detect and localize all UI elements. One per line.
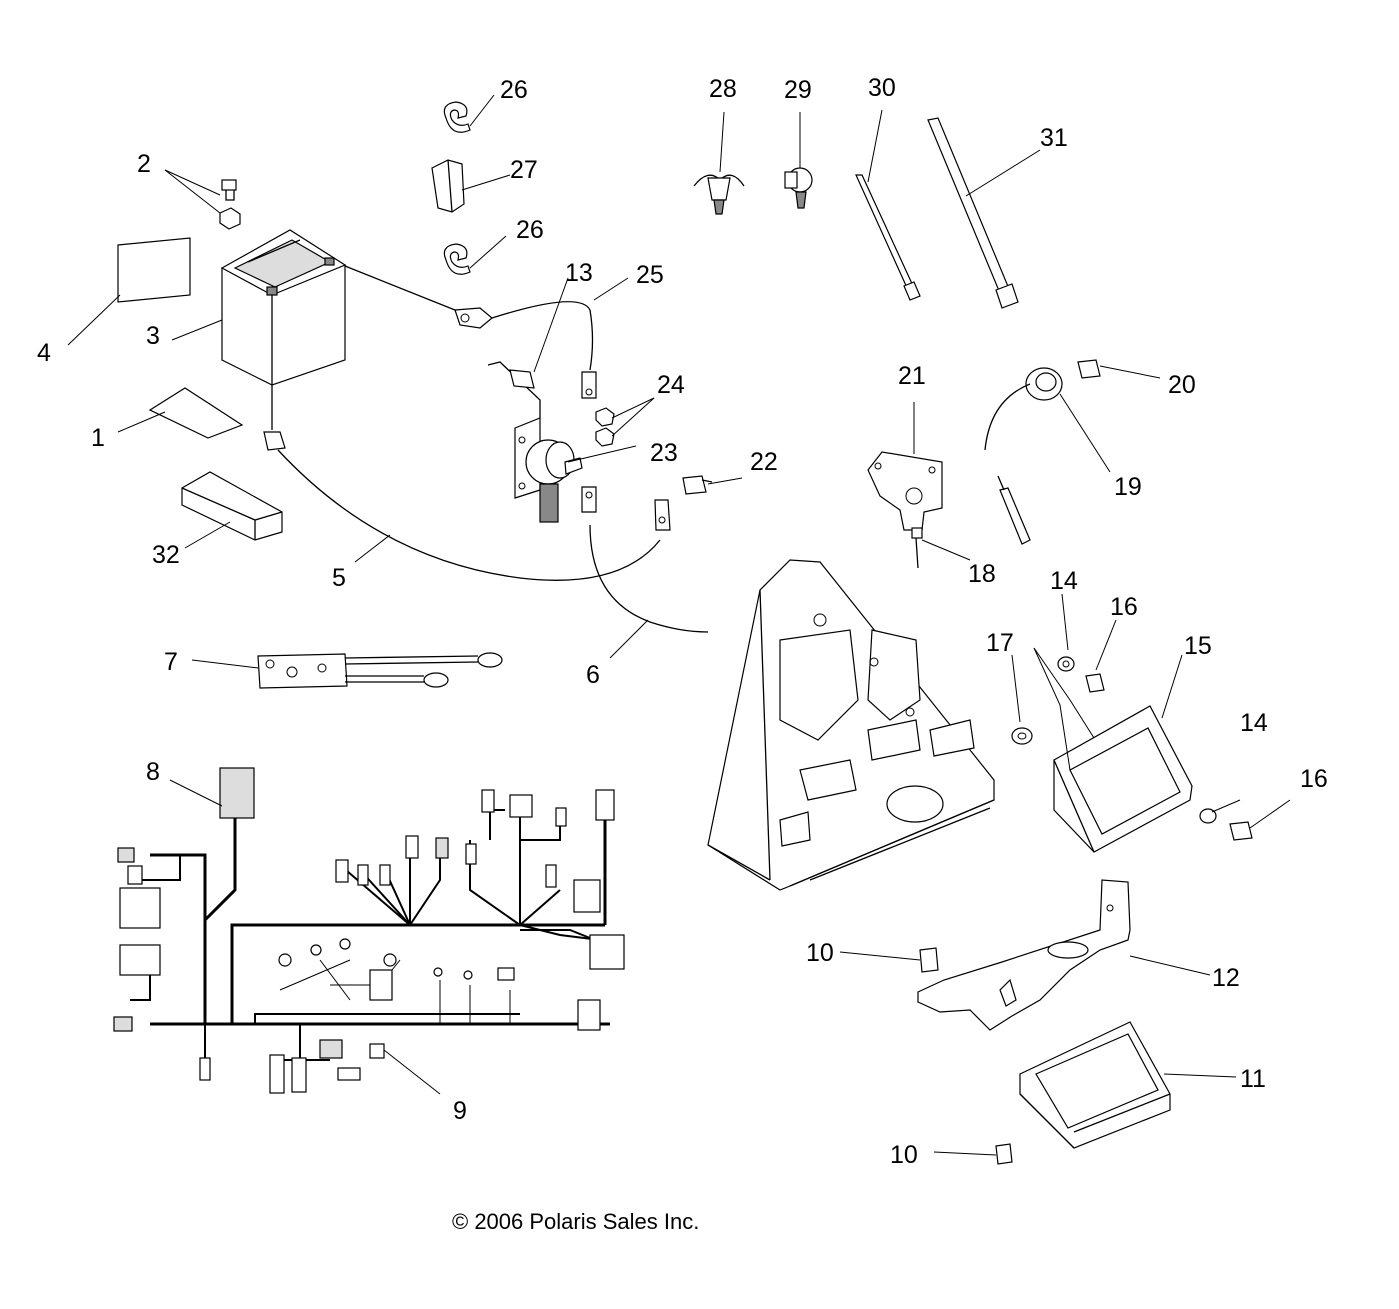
label-3: 3 <box>146 322 160 350</box>
leader-lines <box>67 94 1291 1156</box>
positive-cable <box>344 265 597 399</box>
bracket-12 <box>917 879 1131 1031</box>
grommet-26-bottom <box>443 243 471 275</box>
label-12: 12 <box>1212 964 1240 992</box>
clamp-27 <box>431 159 465 213</box>
label-2: 2 <box>137 150 151 178</box>
label-26-bottom: 26 <box>516 216 544 244</box>
solenoid <box>487 361 583 523</box>
copyright-notice: © 2006 Polaris Sales Inc. <box>452 1209 699 1234</box>
label-28: 28 <box>709 75 737 103</box>
harness-connectors <box>113 767 625 1094</box>
label-11: 11 <box>1240 1065 1266 1093</box>
label-17: 17 <box>986 629 1014 657</box>
label-15: 15 <box>1184 632 1212 660</box>
screw-16-top <box>1085 673 1105 693</box>
label-18: 18 <box>968 560 996 588</box>
screw-10-top <box>919 947 939 973</box>
label-29: 29 <box>784 76 812 104</box>
clip-29 <box>784 167 813 209</box>
label-14-top: 14 <box>1050 567 1078 595</box>
starter-cable <box>581 486 709 633</box>
label-16-right: 16 <box>1300 765 1328 793</box>
solenoid-nuts <box>595 407 615 447</box>
label-21: 21 <box>898 362 926 390</box>
pin-18 <box>911 527 923 569</box>
label-27: 27 <box>510 156 538 184</box>
label-14-right: 14 <box>1240 709 1268 737</box>
label-23: 23 <box>650 439 678 467</box>
cable-tie-31 <box>927 117 1019 309</box>
label-4: 4 <box>37 339 51 367</box>
mounting-plate <box>707 559 995 891</box>
label-20: 20 <box>1168 371 1196 399</box>
wiring-harness <box>130 800 610 1061</box>
foam-block <box>181 471 283 541</box>
label-30: 30 <box>868 74 896 102</box>
part-labels: 1 2 3 4 5 6 7 8 9 10 10 11 12 13 14 14 1… <box>37 74 1328 1169</box>
label-10-bottom: 10 <box>890 1141 918 1169</box>
spacer-17 <box>1011 727 1033 745</box>
label-22: 22 <box>750 448 778 476</box>
battery-label-decal <box>117 237 191 303</box>
label-24: 24 <box>657 371 685 399</box>
label-10-top: 10 <box>806 939 834 967</box>
label-1: 1 <box>91 424 105 452</box>
label-5: 5 <box>332 564 346 592</box>
label-25: 25 <box>636 261 664 289</box>
negative-cable <box>263 385 671 581</box>
ground-strap-7 <box>257 652 503 689</box>
screw-20 <box>1077 359 1101 379</box>
push-clip-28 <box>693 174 745 215</box>
label-26-top: 26 <box>500 76 528 104</box>
label-31: 31 <box>1040 124 1068 152</box>
module-15 <box>1053 705 1193 853</box>
screw-16-right <box>1229 821 1253 841</box>
battery <box>220 229 347 386</box>
label-9: 9 <box>453 1097 467 1125</box>
cable-tie-30 <box>855 174 921 301</box>
label-13: 13 <box>565 259 593 287</box>
label-8: 8 <box>146 758 160 786</box>
ecu-11 <box>1019 1021 1171 1149</box>
solenoid-screw <box>509 369 535 389</box>
bracket-21 <box>867 451 943 531</box>
washer-14-top <box>1057 656 1075 672</box>
screw-10-bottom <box>995 1143 1013 1165</box>
washer-14-right <box>1199 808 1217 824</box>
label-7: 7 <box>164 648 178 676</box>
battery-pad <box>148 387 244 439</box>
label-32: 32 <box>152 541 180 569</box>
label-16-top: 16 <box>1110 593 1138 621</box>
label-19: 19 <box>1114 473 1142 501</box>
sensor-19 <box>984 367 1063 545</box>
battery-bolt <box>219 179 241 230</box>
screw-22 <box>682 475 713 495</box>
label-6: 6 <box>586 661 600 689</box>
grommet-26-top <box>443 101 471 133</box>
